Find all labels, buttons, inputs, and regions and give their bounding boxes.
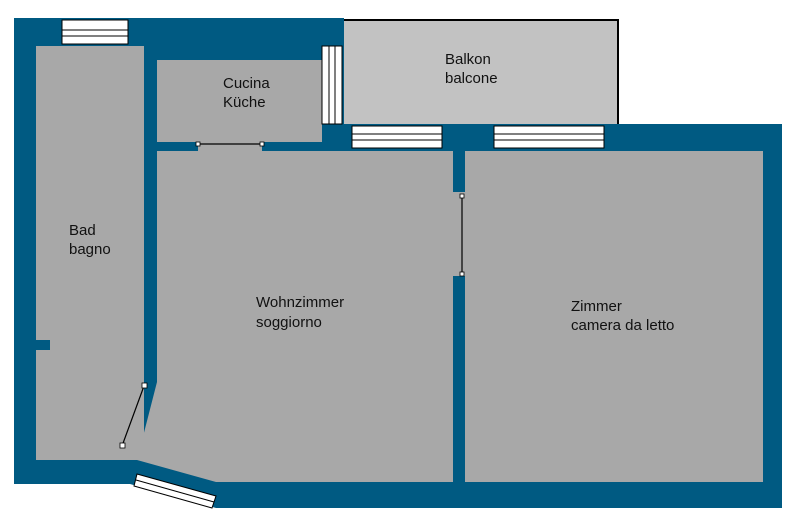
balcony <box>344 19 619 124</box>
door-living-bath <box>119 382 148 449</box>
label-living-de: Wohnzimmer <box>256 294 344 311</box>
window-kitchen-balcony <box>321 45 343 125</box>
label-balcony-de: Balkon <box>445 51 491 68</box>
window-living-corner <box>133 473 217 509</box>
window-bedroom <box>493 125 605 149</box>
window-living-balcony <box>351 125 443 149</box>
window-bath <box>61 19 129 45</box>
bath-floor <box>36 46 144 460</box>
wall-nub-bath <box>36 340 50 350</box>
label-living-it: soggiorno <box>256 314 322 331</box>
label-bedroom-it: camera da letto <box>571 317 674 334</box>
bedroom-floor <box>465 151 763 482</box>
wall-nub-kitchen <box>157 46 187 60</box>
door-living-bedroom <box>452 192 466 277</box>
label-bedroom-de: Zimmer <box>571 298 622 315</box>
balcony-floor <box>344 20 618 124</box>
label-balcony-it: balcone <box>445 70 498 87</box>
door-kitchen-living <box>195 140 265 152</box>
label-bath-de: Bad <box>69 222 96 239</box>
balcony-railing <box>344 19 619 124</box>
living-room-floor <box>137 151 453 482</box>
label-kitchen-de: Küche <box>223 94 266 111</box>
kitchen-floor <box>157 60 322 142</box>
label-kitchen-it: Cucina <box>223 75 270 92</box>
label-bath-it: bagno <box>69 241 111 258</box>
